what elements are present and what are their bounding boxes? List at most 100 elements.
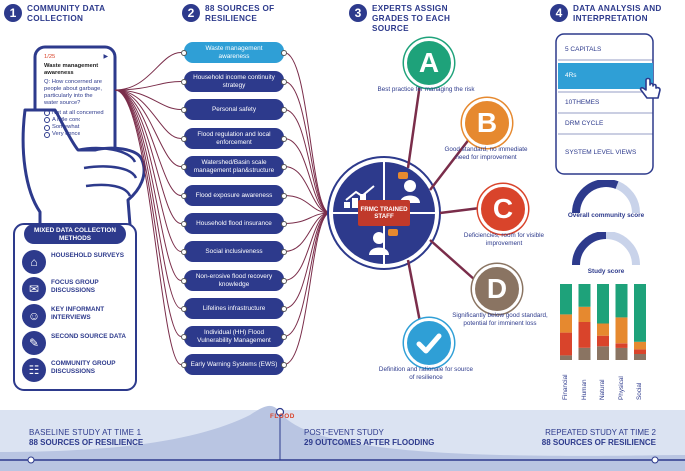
source-pill[interactable]: Personal safety: [184, 99, 284, 120]
answer-option[interactable]: Very concerned: [44, 131, 80, 138]
source-left-dot: [181, 248, 187, 255]
source-connector: [283, 138, 331, 214]
bar-segment: [578, 306, 591, 322]
step-1-number: 1: [4, 4, 22, 22]
bar-segment: [560, 332, 572, 356]
analysis-menu-item[interactable]: SYSTEM LEVEL VIEWS: [565, 149, 637, 156]
grade-description: Best practice for managing the risk: [377, 86, 475, 93]
answer-option-label: Somewhat concerned: [52, 124, 80, 131]
source-left-dot: [181, 305, 187, 312]
source-label: Watershed/Basin scale management plan&st…: [193, 158, 275, 174]
score-gauge: [572, 232, 640, 266]
phone-connector: [114, 89, 182, 224]
source-connector: [283, 212, 331, 337]
source-label: Social inclusiveness: [205, 247, 263, 255]
phone-screen: 1/25 ▶ Waste management awareness Q: How…: [44, 54, 108, 162]
source-left-dot: [181, 163, 187, 170]
bar-category-label: Financial: [562, 374, 569, 400]
baseline-title: BASELINE STUDY AT TIME 1: [29, 428, 142, 437]
answer-option[interactable]: A little concerned: [44, 117, 80, 124]
source-label: Early Warning Systems (EWS): [190, 360, 278, 368]
phone-connector: [114, 89, 182, 309]
score-gauge: [572, 180, 640, 214]
source-pill[interactable]: Household flood insurance: [184, 213, 284, 234]
bar-segment: [634, 284, 646, 342]
source-connector: [283, 212, 331, 365]
bar-segment: [597, 323, 609, 336]
bar-segment: [615, 284, 628, 318]
grade-description: Good standard, no immediate need for imp…: [444, 146, 528, 161]
source-left-dot: [181, 192, 187, 199]
source-connector: [283, 212, 331, 252]
source-connector: [283, 212, 331, 309]
phone-connector: [114, 89, 182, 167]
next-arrow-icon[interactable]: ▶: [103, 54, 108, 60]
bar-segment: [615, 343, 628, 348]
question-topic: Waste management awareness: [44, 62, 99, 76]
phone-connector: [114, 89, 182, 139]
analysis-menu-item[interactable]: 10THEMES: [565, 99, 600, 106]
bar-segment: [578, 284, 591, 307]
source-right-dot: [281, 220, 287, 227]
grade-letter: A: [418, 47, 440, 78]
grade-a-circle: A: [404, 38, 454, 88]
time2-dot: [651, 456, 659, 464]
source-pill[interactable]: Household income continuity strategy: [184, 71, 284, 92]
radio-button[interactable]: [44, 131, 50, 138]
grade-letter: C: [492, 193, 514, 224]
grade-letter: B: [476, 107, 498, 138]
answer-option-label: A little concerned: [52, 116, 80, 123]
step-1-title: COMMUNITY DATA COLLECTION: [27, 4, 106, 23]
analysis-menu-item[interactable]: 5 CAPITALS: [565, 46, 602, 53]
source-left-dot: [181, 361, 187, 368]
source-pill[interactable]: Social inclusiveness: [184, 241, 284, 262]
source-left-dot: [181, 333, 187, 340]
radio-button[interactable]: [44, 117, 50, 124]
source-left-dot: [181, 135, 187, 142]
source-pill[interactable]: Waste management awareness: [184, 42, 284, 63]
bar-segment: [578, 347, 591, 360]
source-pill[interactable]: Flood exposure awareness: [184, 185, 284, 206]
answer-option-label: Very concerned: [52, 131, 80, 138]
gauge-label: Overall community score: [567, 212, 645, 219]
method-label: KEY INFORMANT INTERVIEWS: [51, 306, 105, 321]
source-pill[interactable]: Lifelines infrastructure: [184, 298, 284, 319]
answer-option[interactable]: Not at all concerned: [44, 110, 108, 117]
bar-segment: [597, 335, 609, 347]
phone-connector: [114, 89, 182, 281]
question-text: Q: How concerned are people about garbag…: [44, 79, 103, 106]
source-label: Household flood insurance: [196, 219, 272, 227]
step-2-number: 2: [182, 4, 200, 22]
source-pill[interactable]: Flood regulation and local enforcement: [184, 128, 284, 149]
answer-option[interactable]: Somewhat concerned: [44, 124, 80, 131]
question-counter: 1/25: [44, 54, 56, 60]
source-pill[interactable]: Non-erosive flood recovery knowledge: [184, 270, 284, 291]
methods-panel-header: [24, 224, 126, 244]
source-pill[interactable]: Early Warning Systems (EWS): [184, 354, 284, 375]
radio-button[interactable]: [44, 124, 50, 131]
method-item: ✎SECOND SOURCE DATA: [22, 331, 132, 355]
baseline-subtitle: 88 SOURCES OF RESILIENCE: [29, 438, 144, 447]
radio-button[interactable]: [44, 109, 50, 116]
source-right-dot: [281, 277, 287, 284]
grade-c-circle: C: [478, 184, 528, 234]
bar-segment: [615, 347, 628, 360]
source-label: Individual (HH) Flood Vulnerability Mana…: [197, 328, 271, 344]
source-pill[interactable]: Watershed/Basin scale management plan&st…: [184, 156, 284, 177]
source-right-dot: [281, 49, 287, 56]
group-icon: ☷: [22, 358, 46, 382]
analysis-menu-item[interactable]: 4Rs: [558, 63, 653, 89]
source-label: Waste management awareness: [205, 44, 263, 60]
bar-category-label: Physical: [617, 376, 625, 400]
step-2-title: 88 SOURCES OF RESILIENCE: [205, 4, 275, 23]
source-label: Lifelines infrastructure: [202, 304, 266, 312]
source-right-dot: [281, 78, 287, 85]
source-pill[interactable]: Individual (HH) Flood Vulnerability Mana…: [184, 326, 284, 347]
post-event-title: POST-EVENT STUDY: [304, 428, 384, 437]
source-label: Flood regulation and local enforcement: [197, 130, 271, 146]
source-left-dot: [181, 78, 187, 85]
analysis-menu-item[interactable]: DRM CYCLE: [565, 120, 604, 127]
source-right-dot: [281, 192, 287, 199]
phone-connector: [114, 89, 182, 110]
source-left-dot: [181, 220, 187, 227]
